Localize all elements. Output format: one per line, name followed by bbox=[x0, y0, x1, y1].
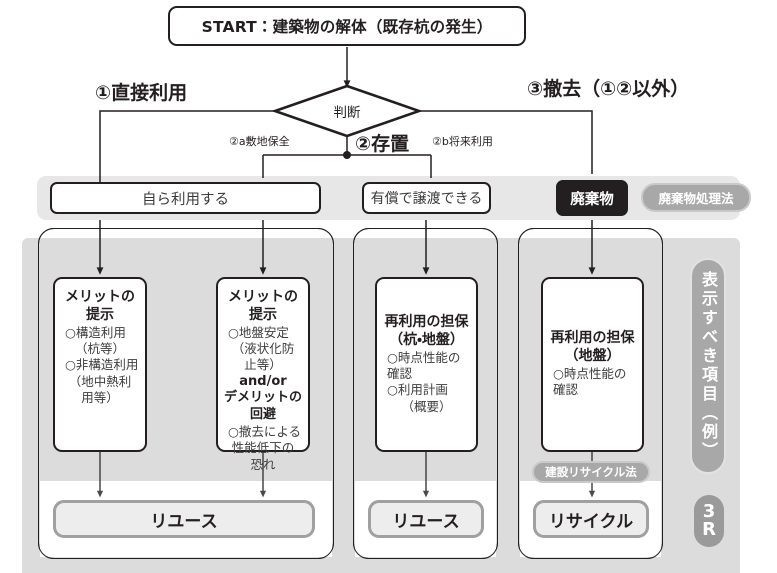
card4-heading-line1: 再利用の担保 bbox=[550, 330, 635, 347]
column-border-right bbox=[518, 228, 663, 559]
badge-3r-line1: 3 bbox=[702, 501, 716, 522]
card3-line1: ○時点性能の bbox=[387, 349, 461, 365]
card2-line4: ○撤去による bbox=[228, 424, 302, 440]
result-reuse-mid[interactable]: リユース bbox=[368, 500, 484, 538]
card2-line2: （液状化防 bbox=[231, 341, 295, 357]
branch-label-retain: ②存置 bbox=[355, 133, 410, 155]
card2-line3: 止等） bbox=[244, 357, 282, 373]
card-merit-ground[interactable]: メリットの 提示 ○地盤安定 （液状化防 止等） and/or デメリットの 回… bbox=[216, 277, 310, 472]
row2-box-waste[interactable]: 廃棄物 bbox=[556, 180, 628, 216]
card2-mid-line1: and/or bbox=[239, 373, 287, 389]
card-merit-structural[interactable]: メリットの 提示 ○構造利用 （杭等） ○非構造利用 （地中熱利 用等） bbox=[53, 277, 147, 452]
row2-box-own-use[interactable]: 自ら利用する bbox=[50, 182, 321, 214]
card1-line4: （地中熱利 bbox=[68, 373, 132, 389]
side-label-display-items: 表示すべき項目（例） bbox=[690, 258, 726, 474]
card1-line3: ○非構造利用 bbox=[65, 357, 139, 373]
card1-line5: 用等） bbox=[81, 389, 119, 405]
card1-line2: （杭等） bbox=[74, 341, 125, 357]
card-reuse-ground[interactable]: 再利用の担保 （地盤） ○時点性能の 確認 bbox=[541, 277, 644, 452]
card4-line2: 確認 bbox=[553, 382, 579, 398]
card1-line1: ○構造利用 bbox=[65, 324, 126, 340]
column-border-left bbox=[38, 228, 334, 559]
card4-heading-line2: （地盤） bbox=[564, 348, 621, 365]
card2-line1: ○地盤安定 bbox=[228, 324, 289, 340]
badge-3r: 3 R bbox=[694, 495, 724, 547]
card4-line1: ○時点性能の bbox=[553, 366, 627, 382]
branch-label-future-use: ②b将来利用 bbox=[432, 135, 493, 148]
card3-line2: 確認 bbox=[387, 366, 413, 382]
branch-label-site-preservation: ②a敷地保全 bbox=[229, 135, 290, 148]
card2-mid-line2: デメリットの bbox=[223, 390, 302, 406]
branch-label-removal: ③撤去（①②以外） bbox=[527, 78, 690, 100]
result-recycle[interactable]: リサイクル bbox=[533, 500, 649, 538]
card3-heading-line1: 再利用の担保 bbox=[384, 314, 469, 331]
card-reuse-pile-ground[interactable]: 再利用の担保 （杭・地盤） ○時点性能の 確認 ○利用計画 （概要） bbox=[375, 277, 478, 452]
card3-line3: ○利用計画 bbox=[387, 382, 448, 398]
badge-construction-recycle-law: 建設リサイクル法 bbox=[532, 461, 650, 483]
card1-heading-line2: 提示 bbox=[86, 306, 114, 323]
card2-heading-line1: メリットの bbox=[228, 289, 298, 305]
badge-3r-line2: R bbox=[702, 519, 716, 540]
card3-heading-line2: （杭・地盤） bbox=[389, 332, 464, 348]
start-box: START：建築物の解体（既存杭の発生） bbox=[168, 6, 526, 46]
result-reuse-left[interactable]: リユース bbox=[53, 500, 315, 538]
card1-heading-line1: メリットの bbox=[65, 289, 135, 305]
card2-heading-line2: 提示 bbox=[249, 306, 277, 323]
card2-line6: 恐れ bbox=[250, 456, 276, 472]
card2-line5: 性能低下の bbox=[231, 440, 295, 456]
card2-mid-line3: 回避 bbox=[249, 407, 276, 423]
decision-label: 判断 bbox=[333, 105, 361, 121]
badge-waste-disposal-law: 廃棄物処理法 bbox=[641, 183, 751, 212]
branch-label-direct-use: ①直接利用 bbox=[95, 82, 188, 104]
card3-line4: （概要） bbox=[401, 398, 452, 414]
row2-box-transfer[interactable]: 有償で譲渡できる bbox=[362, 182, 491, 214]
